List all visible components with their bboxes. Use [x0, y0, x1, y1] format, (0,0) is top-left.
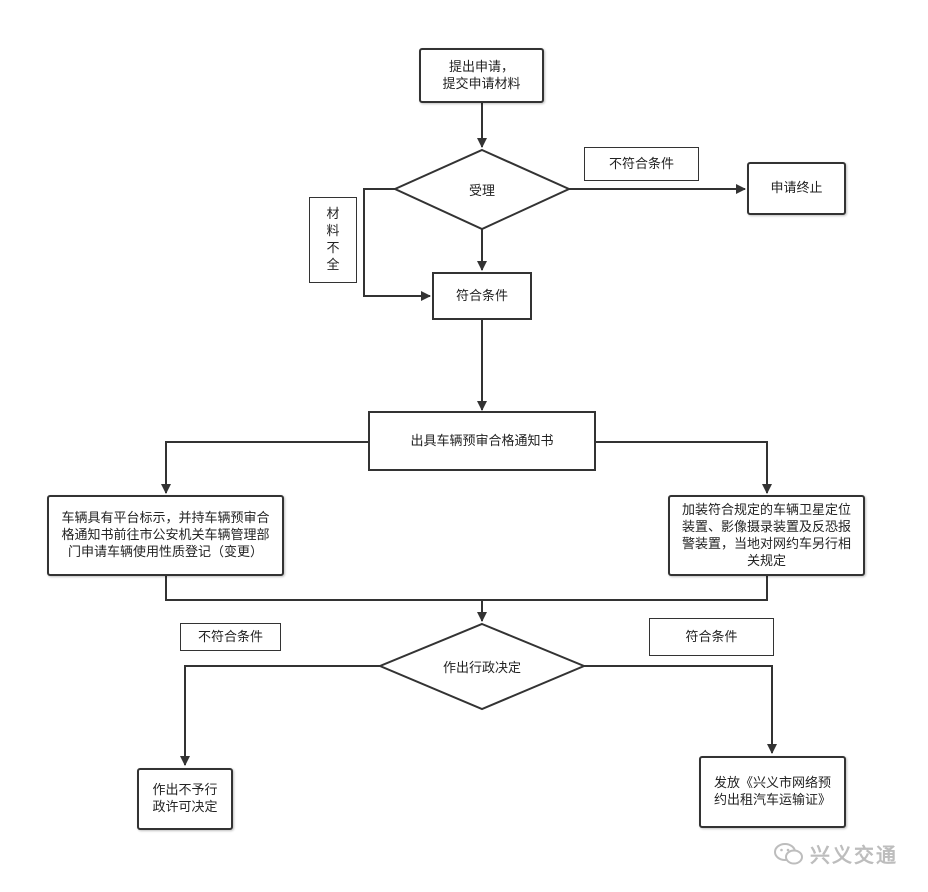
qualified-box: 符合条件	[432, 272, 532, 320]
incomplete-char-1: 材	[326, 207, 340, 222]
reject-decision-box: 作出不予行政许可决定	[137, 768, 233, 830]
terminate-box: 申请终止	[747, 162, 846, 215]
not-qualified-top-label: 不符合条件	[584, 147, 699, 181]
arrow-decision-to-issue	[584, 665, 777, 754]
equipment-install-box: 加装符合规定的车辆卫星定位装置、影像摄录装置及反恐报警装置，当地对网约车另行相关…	[668, 495, 865, 576]
arrow-incomplete-loop	[363, 188, 431, 301]
pre-review-notice-box: 出具车辆预审合格通知书	[368, 411, 596, 471]
merge-left	[165, 576, 482, 601]
arrow-decision-to-reject	[180, 665, 380, 766]
incomplete-char-3: 不	[326, 241, 340, 256]
arrow-notice-to-right	[595, 441, 772, 494]
decision-diamond	[377, 622, 587, 711]
accept-diamond	[392, 148, 572, 231]
incomplete-char-2: 料	[326, 224, 340, 239]
vehicle-registration-box: 车辆具有平台标示，并持车辆预审合格通知书前往市公安机关车辆管理部门申请车辆使用性…	[47, 495, 284, 576]
qualified-bottom-label: 符合条件	[649, 618, 774, 656]
submit-application-box: 提出申请， 提交申请材料	[419, 48, 544, 103]
arrow-notice-to-left	[161, 441, 368, 494]
issue-permit-box: 发放《兴义市网络预约出租汽车运输证》	[699, 756, 846, 828]
incomplete-char-4: 全	[326, 258, 340, 273]
watermark-text: 兴义交通	[810, 843, 898, 867]
merge-right	[482, 576, 768, 601]
decision-label: 作出行政决定	[442, 661, 521, 676]
watermark: 兴义交通	[774, 839, 898, 868]
incomplete-material-label: 材 料 不 全	[309, 197, 357, 283]
accept-label: 受理	[468, 184, 495, 199]
not-qualified-bottom-label: 不符合条件	[180, 623, 281, 651]
wechat-icon	[774, 842, 803, 864]
